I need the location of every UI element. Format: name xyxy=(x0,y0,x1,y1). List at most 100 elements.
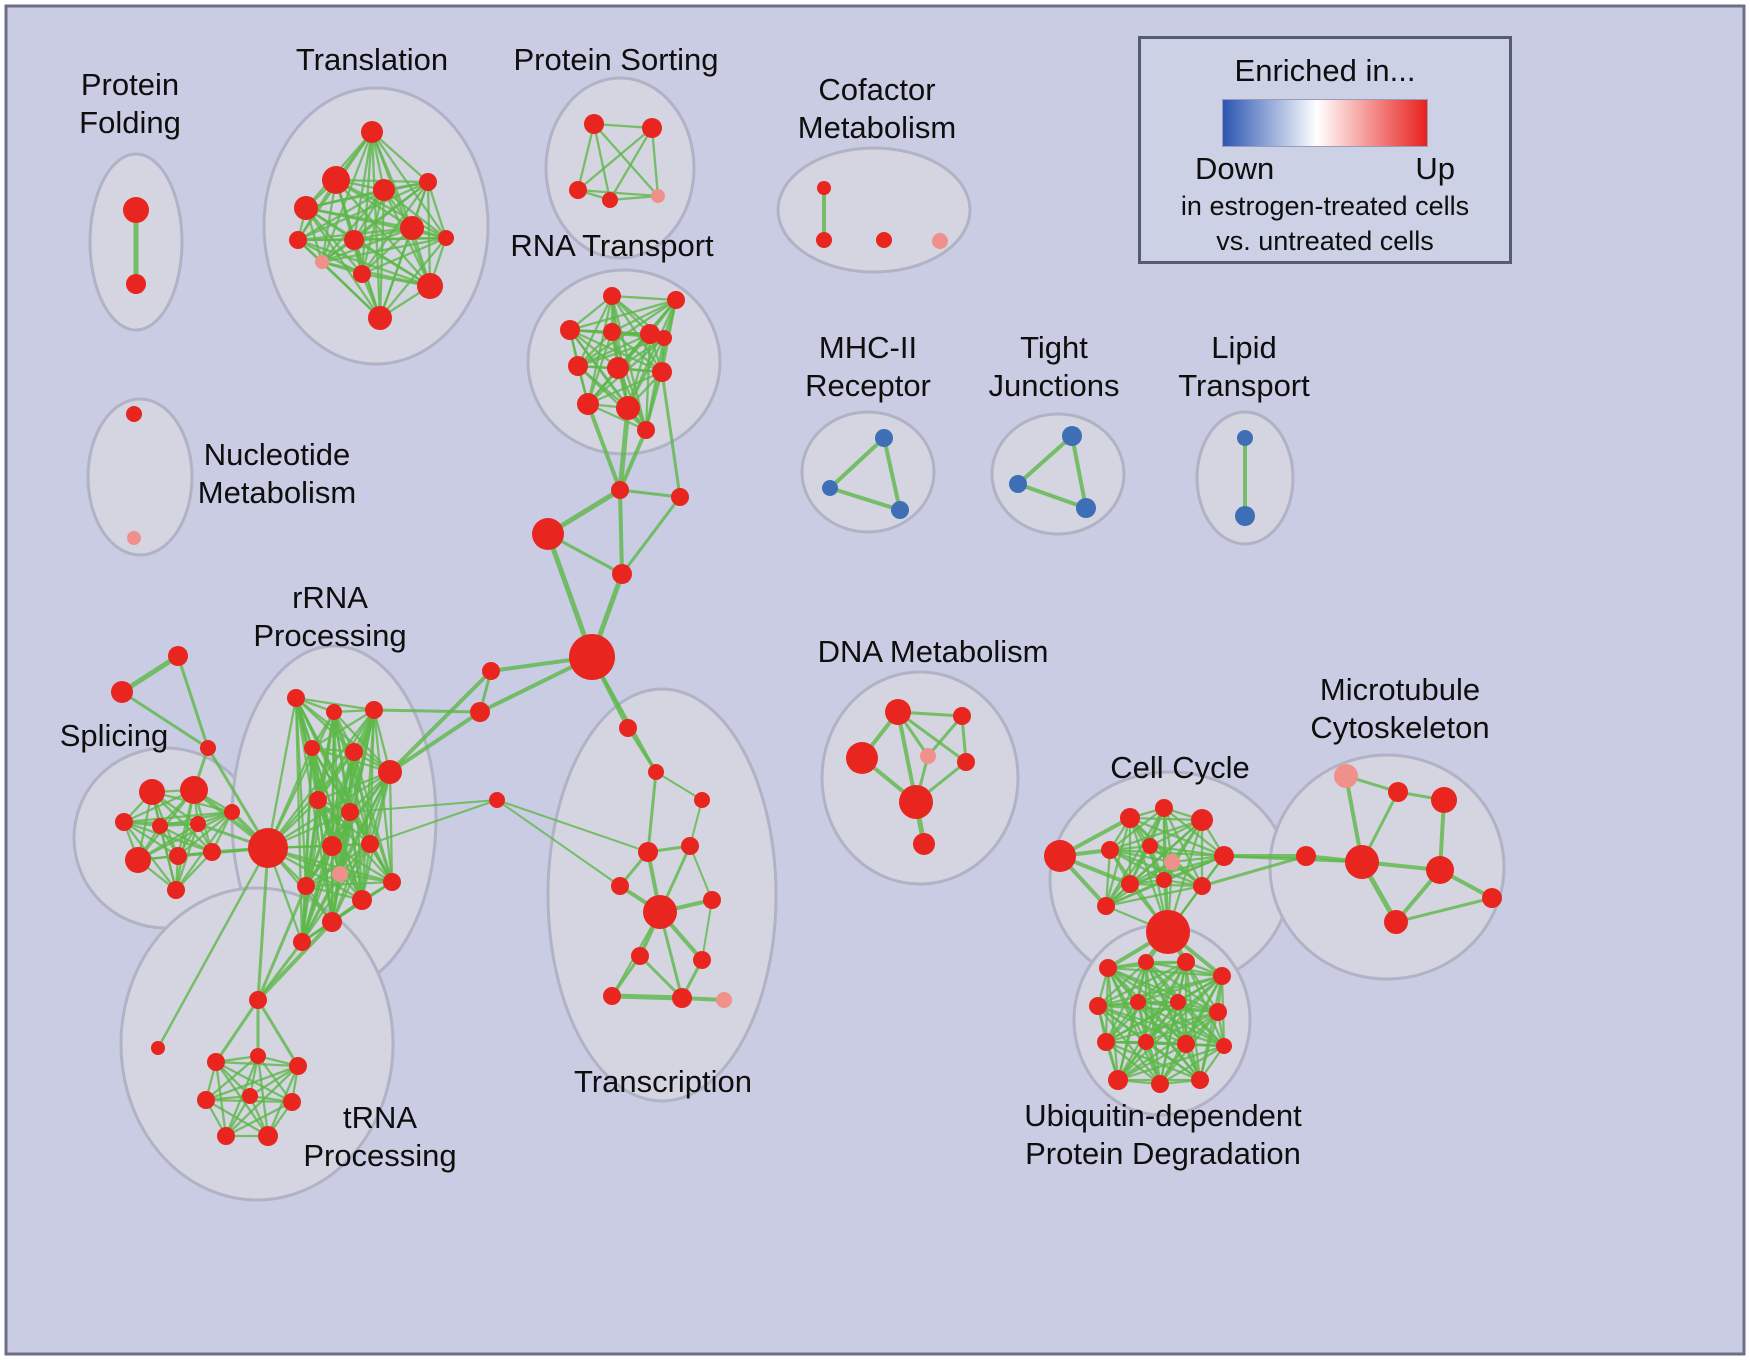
edge-t12-t13 xyxy=(379,237,447,319)
node-ub5 xyxy=(1089,997,1107,1015)
edge-rr9-rr17 xyxy=(300,811,352,943)
node-rr4 xyxy=(304,740,320,756)
edge-cc11-mc4 xyxy=(1201,854,1307,888)
edge-t6-t11 xyxy=(297,238,431,288)
edge-rt11-rt12 xyxy=(644,337,666,431)
node-sp7 xyxy=(125,847,151,873)
edge-t10-t13 xyxy=(361,236,447,276)
node-tc2 xyxy=(648,764,664,780)
edge-c1-c4 xyxy=(618,489,624,575)
node-ub3 xyxy=(1177,953,1195,971)
node-rt3 xyxy=(560,320,580,340)
node-cc6 xyxy=(1142,838,1158,854)
edge-rr2-rr15 xyxy=(332,711,394,883)
edge-tr7-tr8 xyxy=(225,1100,293,1138)
node-rr5 xyxy=(345,743,363,761)
edge-t1-t10 xyxy=(360,131,374,275)
node-cm1 xyxy=(817,181,831,195)
node-rr12 xyxy=(332,866,348,882)
node-tr8 xyxy=(217,1127,235,1145)
node-rt12 xyxy=(637,421,655,439)
node-tc4 xyxy=(638,842,658,862)
node-rr2 xyxy=(326,704,342,720)
node-tc12 xyxy=(672,988,692,1008)
node-cc12 xyxy=(1146,910,1190,954)
edge-ub12-ub14 xyxy=(1159,1045,1225,1085)
node-sp3 xyxy=(115,813,133,831)
edge-sp6-sp8 xyxy=(177,811,233,857)
node-mhc2 xyxy=(822,480,838,496)
node-ub11 xyxy=(1177,1035,1195,1053)
edge-fn2-fn3 xyxy=(121,690,209,750)
node-ub8 xyxy=(1209,1003,1227,1021)
edge-t8-t12 xyxy=(378,227,414,319)
edge-rr6-rr15 xyxy=(388,771,394,883)
cluster-label-splicing: Splicing xyxy=(60,718,169,753)
edge-tr3-tr9 xyxy=(256,1055,270,1137)
node-t5 xyxy=(419,173,437,191)
node-rr10 xyxy=(322,836,342,856)
node-ps5 xyxy=(651,189,665,203)
node-c2 xyxy=(671,488,689,506)
node-lt2 xyxy=(1235,506,1255,526)
cluster-ellipse-nucleotide-metabolism xyxy=(86,397,194,557)
edge-ps2-ps3 xyxy=(577,127,653,191)
node-tc5 xyxy=(681,837,699,855)
edge-tr1-rr7 xyxy=(256,847,270,1001)
legend-caption-line2: vs. untreated cells xyxy=(1216,226,1434,257)
node-rr16 xyxy=(322,912,342,932)
node-rt10 xyxy=(616,396,640,420)
edge-rr3-rr4 xyxy=(311,709,375,749)
node-tj2 xyxy=(1009,475,1027,493)
node-pf2 xyxy=(126,274,146,294)
cluster-ellipse-transcription xyxy=(546,687,778,1103)
node-ps1 xyxy=(584,114,604,134)
node-cc1 xyxy=(1044,840,1076,872)
node-t11 xyxy=(417,273,443,299)
node-fn2 xyxy=(111,681,133,703)
edge-tj2-tj3 xyxy=(1017,482,1087,510)
node-ub14 xyxy=(1151,1075,1169,1093)
edge-t8-t9 xyxy=(321,226,413,264)
edge-ub4-ub6 xyxy=(1137,974,1223,1004)
edge-ub10-ub15 xyxy=(1145,1041,1201,1081)
edge-rt6-rt12 xyxy=(577,365,647,431)
node-ps4 xyxy=(602,192,618,208)
node-dm2 xyxy=(953,707,971,725)
node-sp2 xyxy=(180,776,208,804)
node-t1 xyxy=(361,121,383,143)
edge-rr10-rr17 xyxy=(300,845,334,943)
node-rr3 xyxy=(365,701,383,719)
cluster-ellipse-mhc-ii-receptor xyxy=(800,410,936,534)
edge-ub5-ub12 xyxy=(1097,1004,1225,1048)
edge-sp5-sp10 xyxy=(174,823,200,891)
edge-ub5-ub8 xyxy=(1097,1004,1219,1014)
node-t8 xyxy=(400,216,424,240)
edge-c1-c2 xyxy=(619,488,681,499)
node-rr9 xyxy=(341,803,359,821)
node-dm7 xyxy=(913,833,935,855)
edge-tc5-tc8 xyxy=(689,845,713,901)
node-cc3 xyxy=(1155,799,1173,817)
node-tr9 xyxy=(258,1126,278,1146)
cluster-label-translation: Translation xyxy=(296,42,448,77)
node-dm5 xyxy=(957,753,975,771)
node-tr7 xyxy=(283,1093,301,1111)
legend-up-label: Up xyxy=(1415,151,1455,186)
node-mhc3 xyxy=(891,501,909,519)
node-cc4 xyxy=(1191,809,1213,831)
node-sp4 xyxy=(152,818,168,834)
edge-tc8-tc10 xyxy=(701,899,713,961)
edge-mhc1-mhc3 xyxy=(882,437,902,511)
node-c7 xyxy=(470,702,490,722)
node-cc7 xyxy=(1164,854,1180,870)
edge-sp4-sp9 xyxy=(159,824,213,854)
edge-rr10-rr15 xyxy=(331,845,393,883)
legend-title: Enriched in... xyxy=(1234,53,1416,88)
node-ub9 xyxy=(1097,1033,1115,1051)
edge-t1-t5 xyxy=(371,131,429,183)
